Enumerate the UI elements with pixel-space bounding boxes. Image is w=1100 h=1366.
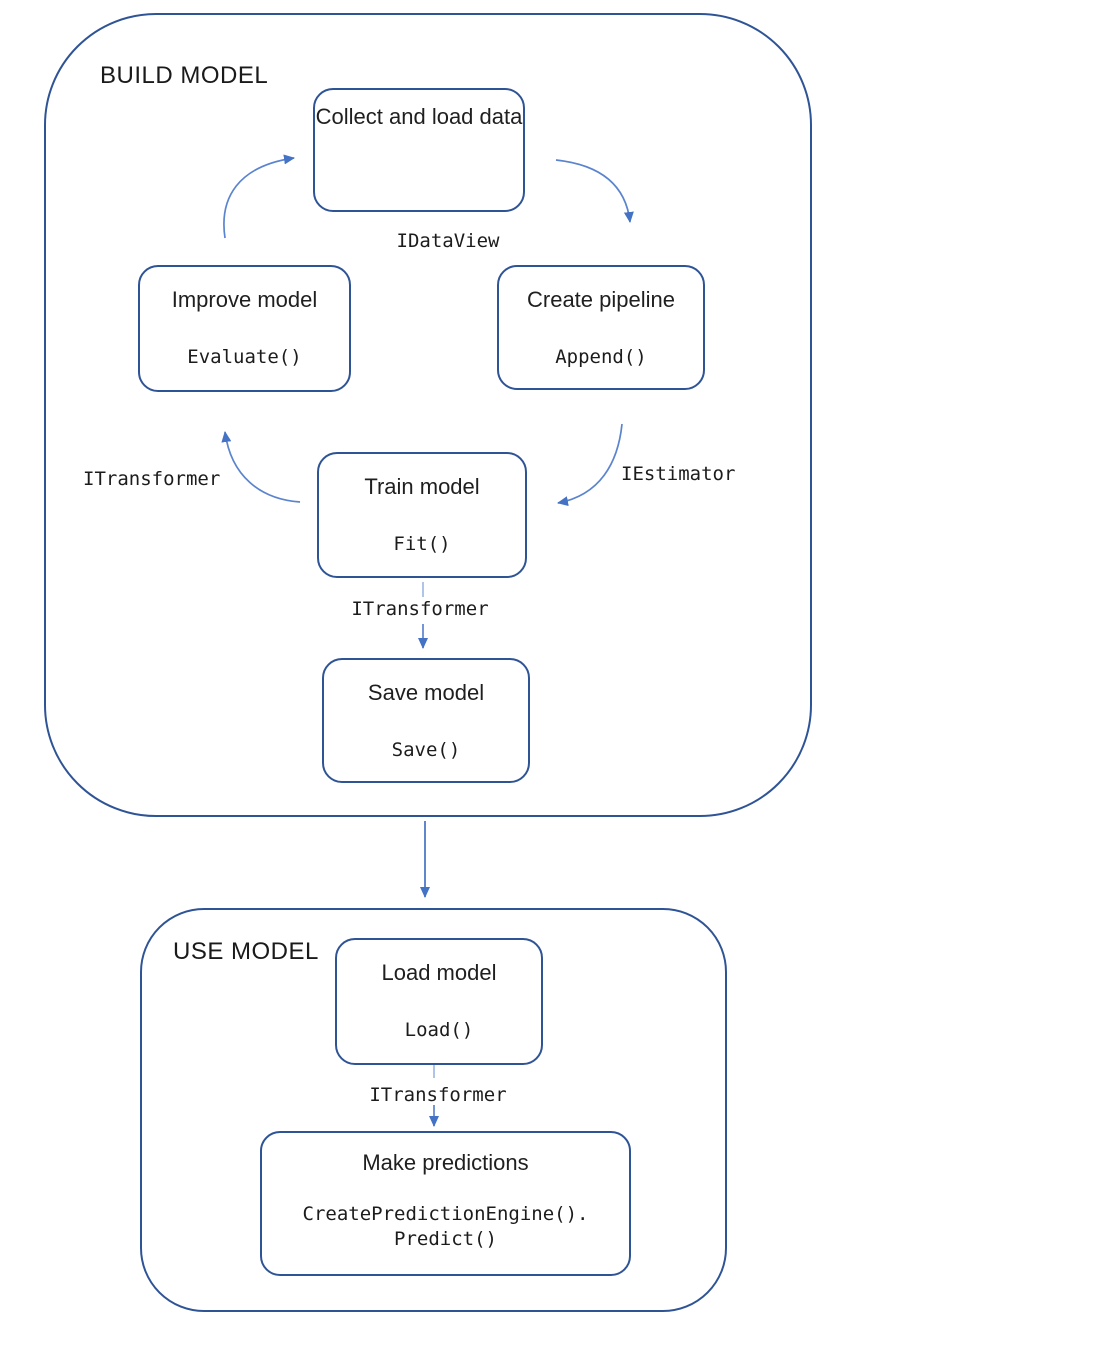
node-code: Evaluate() [187,346,302,368]
build-model-label: BUILD MODEL [100,62,269,89]
node-save-model: Save model Save() [322,658,530,783]
node-title: Improve model [171,287,318,312]
use-model-label: USE MODEL [173,938,319,965]
label-itransformer-to-save: ITransformer [351,598,489,620]
node-code: CreatePredictionEngine(). Predict() [302,1203,589,1250]
label-itransformer-feedback: ITransformer [83,468,221,490]
label-iestimator: IEstimator [621,463,736,485]
node-code: Append() [555,346,647,368]
node-create-pipeline: Create pipeline Append() [497,265,705,390]
node-title: Make predictions [362,1150,529,1175]
node-code: Fit() [393,533,451,555]
node-title: Collect and load data [315,104,523,129]
node-code: Save() [391,739,461,761]
node-train-model: Train model Fit() [317,452,527,578]
node-load-model: Load model Load() [335,938,543,1065]
build-model-container [44,13,812,817]
use-model-container [140,908,727,1312]
node-title: Create pipeline [527,287,675,312]
node-make-predictions: Make predictions CreatePredictionEngine(… [260,1131,631,1276]
node-title: Save model [367,680,485,705]
label-idataview: IDataView [396,230,500,252]
node-collect-and-load-data: Collect and load data [313,88,525,212]
node-title: Train model [364,474,480,499]
node-improve-model: Improve model Evaluate() [138,265,351,392]
node-code: Load() [404,1019,474,1041]
label-itransformer-to-predict: ITransformer [369,1084,507,1106]
node-title: Load model [381,960,497,985]
